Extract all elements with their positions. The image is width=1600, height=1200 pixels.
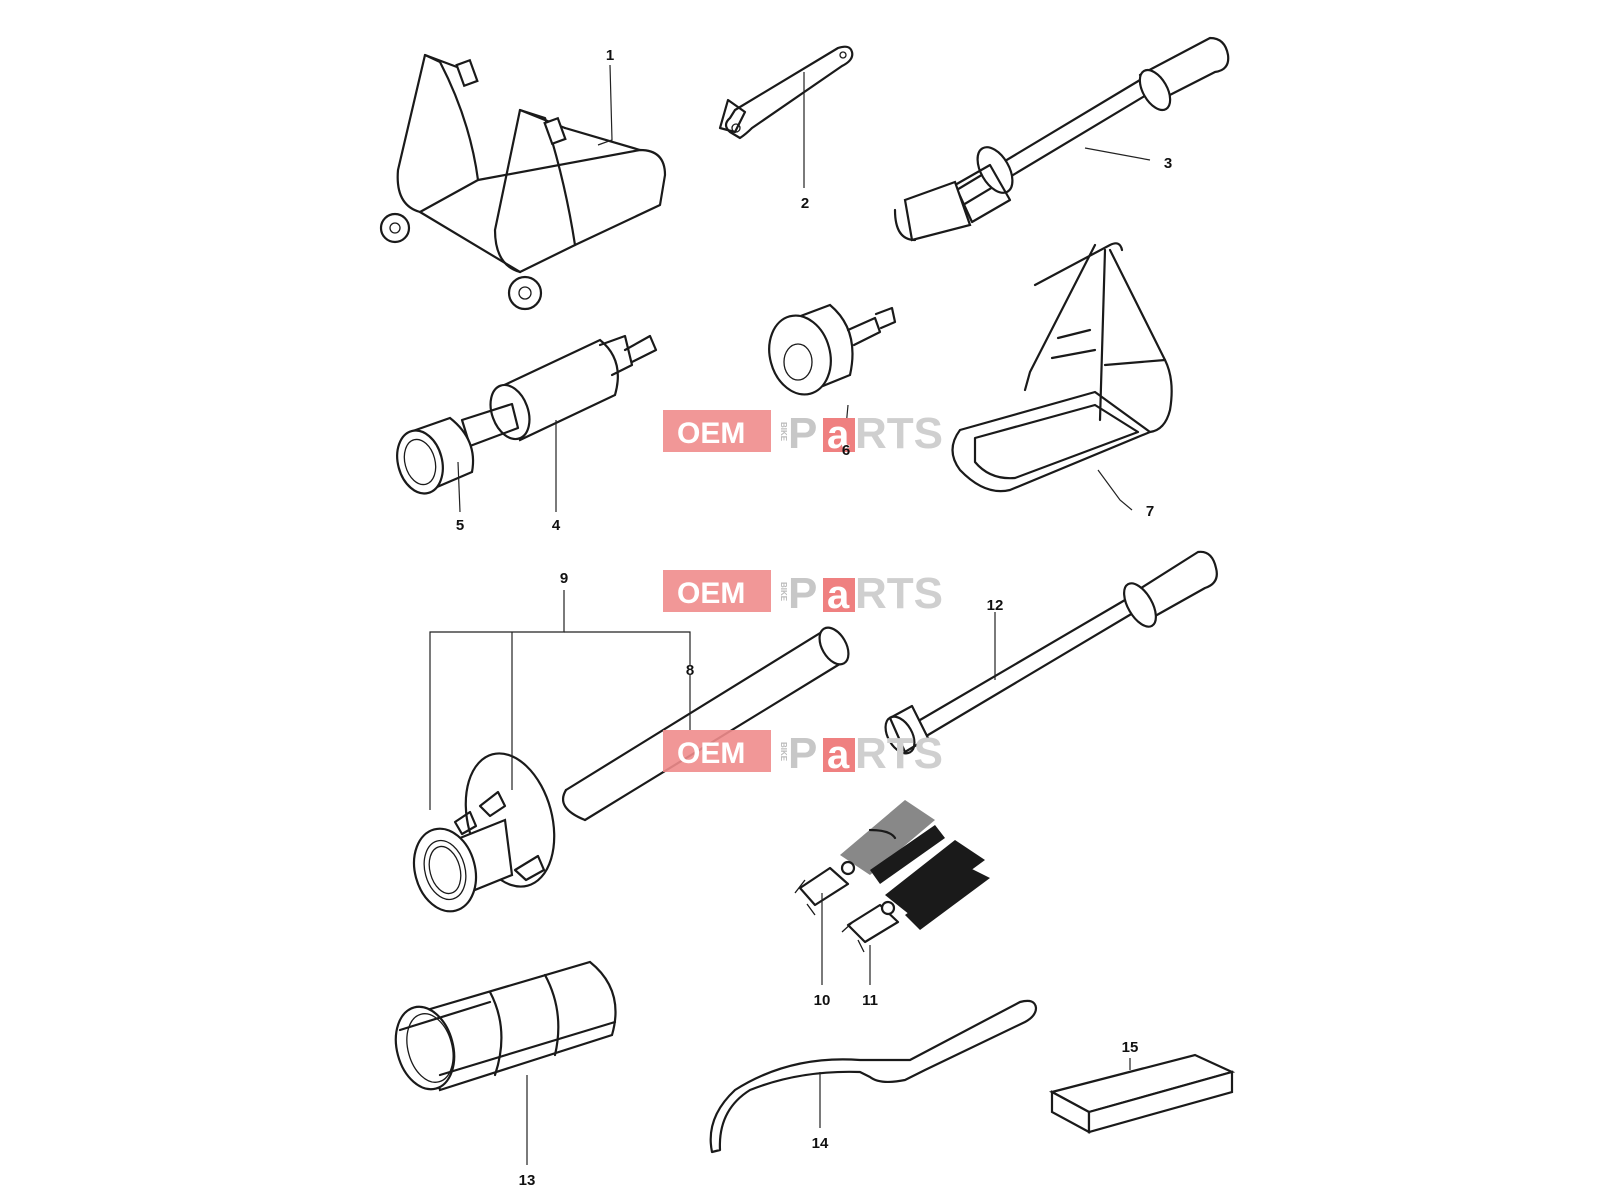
watermark-1: OEM BIKE P a RTS [663, 409, 943, 458]
part-9-hub-tool[interactable] [405, 743, 568, 918]
svg-text:OEM: OEM [677, 737, 745, 770]
watermark-3: OEM BIKE P a RTS [663, 729, 943, 778]
svg-text:RTS: RTS [855, 569, 943, 618]
svg-text:P: P [788, 729, 817, 778]
svg-text:a: a [827, 733, 850, 777]
part-7-rear-stand[interactable] [951, 242, 1173, 493]
callout-4: 4 [552, 517, 561, 534]
svg-text:a: a [827, 573, 850, 617]
svg-text:OEM: OEM [677, 417, 745, 450]
part-8-tube[interactable] [561, 623, 854, 822]
callout-15: 15 [1122, 1039, 1139, 1056]
svg-text:BIKE: BIKE [779, 742, 788, 762]
svg-text:RTS: RTS [855, 409, 943, 458]
callout-8: 8 [686, 662, 694, 679]
svg-text:a: a [827, 413, 850, 457]
watermark-2: OEM BIKE P a RTS [663, 569, 943, 618]
part-10-pliers[interactable] [794, 800, 945, 916]
part-2-pin-spanner[interactable] [718, 45, 854, 140]
part-11-pliers[interactable] [841, 840, 990, 953]
callout-12: 12 [987, 597, 1004, 614]
part-12-axle-tool[interactable] [880, 550, 1218, 759]
part-1-paddock-stand[interactable] [379, 53, 667, 311]
svg-text:P: P [788, 409, 817, 458]
callout-14: 14 [812, 1135, 829, 1152]
callout-3: 3 [1164, 155, 1172, 172]
part-15-bar[interactable] [1049, 1053, 1236, 1134]
callout-2: 2 [801, 195, 809, 212]
part-6-flange-puller[interactable] [761, 303, 897, 401]
callout-1: 1 [606, 47, 614, 64]
callout-9: 9 [560, 570, 568, 587]
callout-10: 10 [814, 992, 831, 1009]
leader-lines [429, 64, 1151, 1165]
svg-text:OEM: OEM [677, 577, 745, 610]
svg-text:BIKE: BIKE [779, 422, 788, 442]
part-14-hook-spanner[interactable] [709, 828, 1038, 1154]
callout-7: 7 [1146, 503, 1154, 520]
part-5-ring[interactable] [390, 416, 475, 499]
callout-13: 13 [519, 1172, 536, 1189]
callout-11: 11 [862, 992, 878, 1009]
part-3-axle-tool[interactable] [893, 36, 1230, 242]
svg-text:BIKE: BIKE [779, 582, 788, 602]
part-13-split-sleeve[interactable] [387, 960, 617, 1096]
part-4-puller[interactable] [460, 334, 658, 448]
svg-text:P: P [788, 569, 817, 618]
callout-6: 6 [842, 442, 850, 459]
callout-5: 5 [456, 517, 464, 534]
svg-text:RTS: RTS [855, 729, 943, 778]
callouts: 1 2 3 4 5 6 7 8 9 10 11 12 13 14 15 [456, 47, 1172, 1189]
